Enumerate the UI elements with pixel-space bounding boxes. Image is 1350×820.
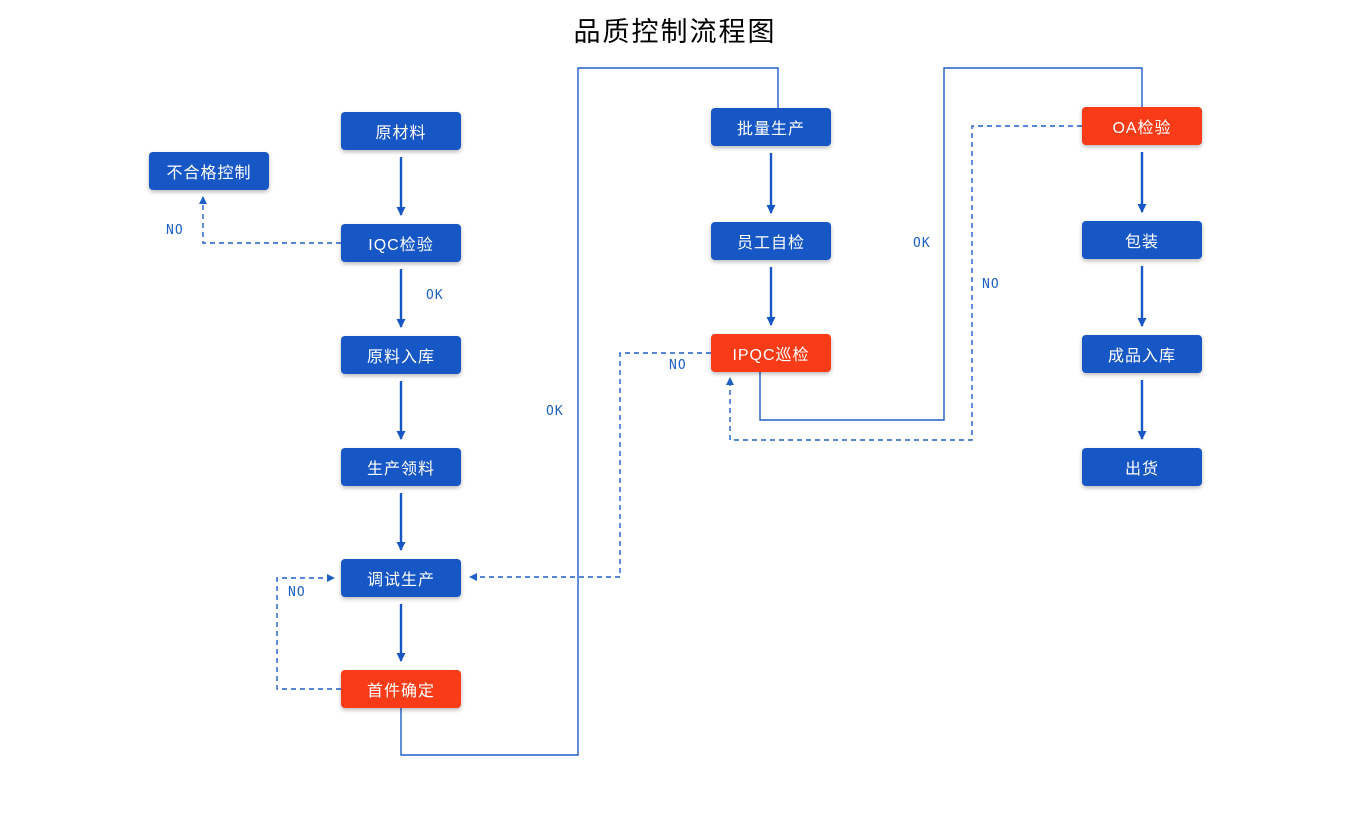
node-raw-material: 原材料 [341, 112, 461, 150]
edge-label-ipqc-ok: OK [913, 236, 931, 251]
node-shipment: 出货 [1082, 448, 1202, 486]
edge-label-iqc-no: NO [166, 223, 184, 238]
node-first-article: 首件确定 [341, 670, 461, 708]
edge-label-ipqc-no: NO [669, 358, 687, 373]
no-connectors [199, 125, 1082, 690]
node-mass-production: 批量生产 [711, 108, 831, 146]
node-trial-production: 调试生产 [341, 559, 461, 597]
edge-label-firstarticle-ok: OK [546, 404, 564, 419]
node-finished-storage: 成品入库 [1082, 335, 1202, 373]
diagram-title: 品质控制流程图 [573, 17, 777, 47]
ok-connectors [400, 67, 1143, 756]
node-packaging: 包装 [1082, 221, 1202, 259]
node-material-storage: 原料入库 [341, 336, 461, 374]
node-self-inspection: 员工自检 [711, 222, 831, 260]
edge-iqc-no-unqualified [199, 196, 341, 244]
node-iqc-inspection: IQC检验 [341, 224, 461, 262]
edge-label-oa-no: NO [982, 277, 1000, 292]
edge-label-iqc-ok: OK [426, 288, 444, 303]
edge-oa-no-ipqc [726, 125, 1082, 441]
node-oa-inspection: OA检验 [1082, 107, 1202, 145]
edge-firstarticle-no-trial [276, 574, 341, 690]
node-ipqc-patrol: IPQC巡检 [711, 334, 831, 372]
edge-firstarticle-ok-mass [400, 67, 779, 756]
flow-step-arrows [396, 152, 1147, 662]
node-production-picking: 生产领料 [341, 448, 461, 486]
edge-label-firstarticle-no: NO [288, 585, 306, 600]
edge-ipqc-no-trial [469, 352, 711, 581]
node-unqualified-control: 不合格控制 [149, 152, 269, 190]
edge-ipqc-ok-oa [759, 67, 1143, 421]
